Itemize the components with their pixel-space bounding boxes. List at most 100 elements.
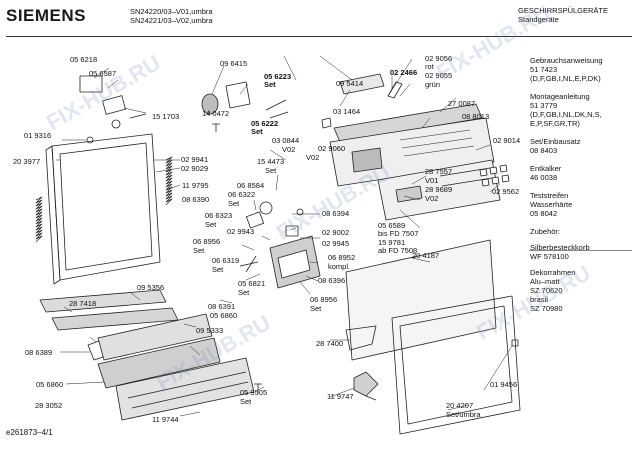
part-label: 02 9060 (318, 144, 346, 153)
part-label: 05 6587 (89, 69, 117, 78)
part-label: 02 9941 (181, 155, 209, 164)
selector-buttons (479, 164, 510, 187)
sidebar-item: Montageanleitung 51 3779 (D,F,GB,I,NL,DK… (530, 92, 602, 128)
part-label: 02 9562 (492, 187, 520, 196)
top-small-parts (201, 73, 403, 129)
part-label: 06 8956 (193, 237, 221, 246)
part-label: 05 9505 (240, 388, 268, 397)
document-code: e261873–4/1 (6, 428, 53, 437)
part-label: 06 8956 (310, 295, 338, 304)
base-hinge (353, 371, 379, 401)
brand-logo: SIEMENS (6, 6, 87, 25)
part-label: 28 7418 (69, 299, 97, 308)
part-label: 01 9456 (490, 380, 518, 389)
document-type: GESCHIRRSPÜLGERÄTE Standgeräte (518, 6, 608, 24)
part-label: 15 4473 (257, 157, 285, 166)
part-label: kompl. (328, 262, 351, 271)
door-spring-left (35, 196, 43, 243)
part-label: 06 6323 (205, 211, 233, 220)
sidebar-documents: Gebrauchsanweisung 51 7423 (D,F,GB,I,NL,… (530, 56, 634, 320)
part-label: ab FD 7508 (378, 246, 418, 255)
sidebar-item: Gebrauchsanweisung 51 7423 (D,F,GB,I,NL,… (530, 56, 603, 83)
leader-lines (56, 55, 513, 417)
accessories-heading: Zubehör: (530, 227, 561, 236)
part-label: 14 0472 (202, 109, 230, 118)
sidebar-item: Teststreifen Wasserhärte 05 8042 (530, 191, 573, 218)
outer-door-panels (97, 313, 255, 421)
model-numbers: SN24220/03–V01,umbra SN24221/03–V02,umbr… (130, 7, 213, 25)
part-label: 05 6860 (210, 311, 238, 320)
accessories-section: Zubehör: Silberbesteckkorb WF 578100 Dek… (530, 227, 634, 313)
part-label: 09 5333 (196, 326, 224, 335)
part-label: 08 8013 (462, 112, 490, 121)
part-label: 02 9014 (493, 136, 521, 145)
part-label: 01 9316 (24, 131, 52, 140)
part-label: 02 9055 (425, 71, 453, 80)
part-label: 09 5414 (336, 79, 364, 88)
part-label: Set (240, 397, 252, 406)
door-lock-assembly (239, 201, 321, 289)
part-label: 02 2466 (390, 68, 418, 77)
doc-type-line-1: GESCHIRRSPÜLGERÄTE (518, 6, 609, 15)
part-label: Set (264, 80, 276, 89)
part-label: V02 (306, 153, 320, 162)
part-label: 02 9056 (425, 54, 453, 63)
part-label: Set (238, 288, 250, 297)
part-label: 06 8584 (237, 181, 265, 190)
side-panel-set (345, 239, 521, 435)
part-label: 11 9744 (152, 415, 179, 424)
part-label: 02 9029 (181, 164, 209, 173)
part-label: 11 9795 (182, 181, 209, 190)
doc-type-line-2: Standgeräte (518, 15, 559, 24)
part-label: 05 6218 (70, 55, 98, 64)
part-label: 09 6415 (220, 59, 248, 68)
part-label: 08 6391 (208, 302, 236, 311)
inner-door-frame (45, 133, 161, 285)
part-label: 06 8952 (328, 253, 356, 262)
accessory-item: Dekorrahmen Alu–matt SZ 70620 brasil SZ … (530, 268, 576, 313)
control-panel (329, 103, 495, 187)
hinge-assembly (79, 75, 147, 144)
part-label: Set (205, 220, 217, 229)
part-label: 03 0844 (272, 136, 300, 145)
part-label: V01 (425, 176, 439, 185)
part-label: 02 9943 (227, 227, 255, 236)
part-label: grün (425, 80, 441, 89)
part-label: 28 7400 (316, 339, 344, 348)
part-label: Set (310, 304, 322, 313)
part-label: 15 9781 (378, 238, 406, 247)
part-label: 28 3052 (35, 401, 63, 410)
part-label: 05 6222 (251, 119, 279, 128)
part-label: Set (251, 127, 263, 136)
part-label: 20 4207 (446, 401, 474, 410)
header-divider (6, 36, 632, 37)
part-label: 09 5356 (137, 283, 165, 292)
screws (212, 123, 262, 394)
part-label: 08 6389 (25, 348, 53, 357)
sidebar-item: Entkalker 46 0038 (530, 164, 562, 182)
part-label: 27 0087 (448, 99, 476, 108)
part-label: Set/umbra (446, 410, 481, 419)
part-label: Set (265, 166, 277, 175)
sidebar-divider (529, 250, 632, 251)
part-label: Set (228, 199, 240, 208)
part-label: V02 (425, 194, 439, 203)
part-label: 15 1703 (152, 112, 180, 121)
part-label: 08 6396 (318, 276, 346, 285)
part-label: 20 4187 (412, 251, 440, 260)
part-label: 05 6589 (378, 221, 406, 230)
part-label: 05 6821 (238, 279, 266, 288)
part-label: Set (193, 246, 205, 255)
accessory-item: Silberbesteckkorb WF 578100 (530, 243, 590, 261)
part-label: 28 7557 (425, 167, 453, 176)
part-label: 02 9002 (322, 228, 350, 237)
part-label: rot (425, 62, 434, 71)
part-label: 02 9945 (322, 239, 350, 248)
part-label: 11 9747 (327, 392, 354, 401)
door-spring-right (165, 156, 173, 206)
part-label: 05 6223 (264, 72, 292, 81)
sidebar-item: Set/Einbausatz 08 8403 (530, 137, 581, 155)
part-label: V02 (282, 145, 296, 154)
part-label: Set (212, 265, 224, 274)
